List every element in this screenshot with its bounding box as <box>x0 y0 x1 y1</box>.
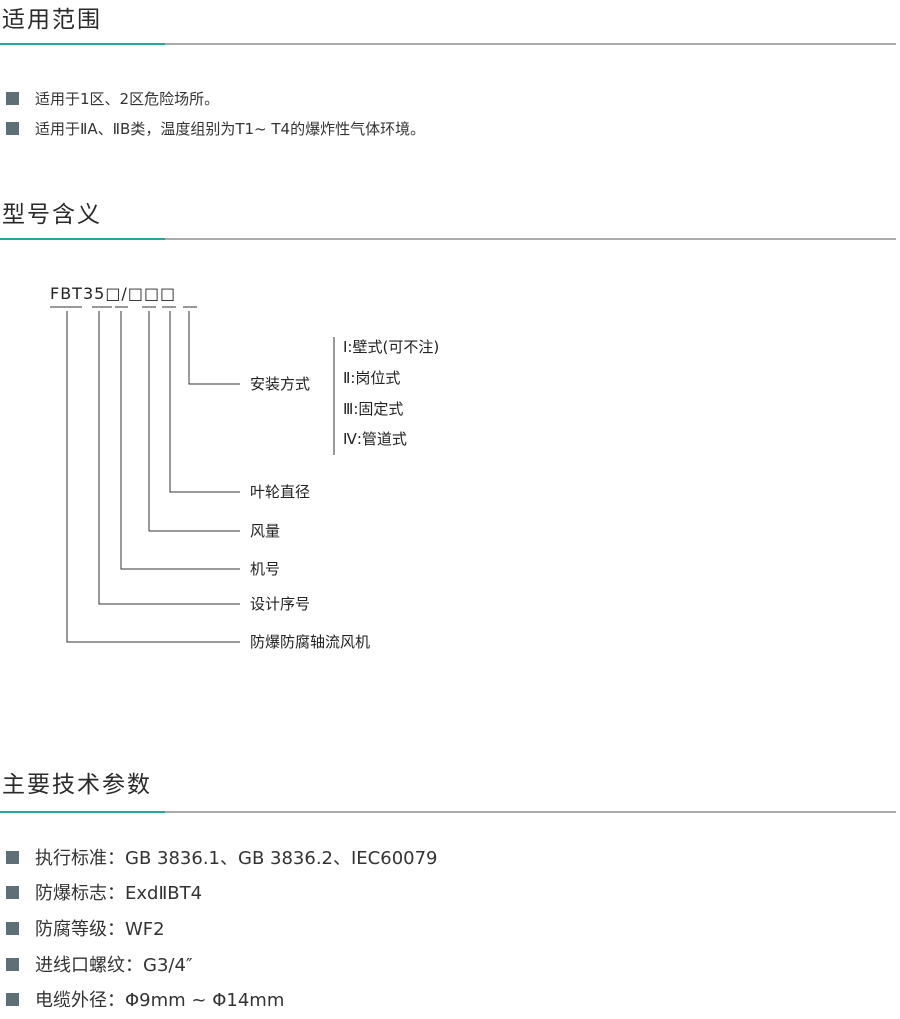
list-item: 防爆标志：ExdⅡBT4 <box>6 879 202 905</box>
option-fixed: Ⅲ:固定式 <box>343 400 404 418</box>
bullet-square-icon <box>6 957 19 971</box>
list-item: 适用于ⅡA、ⅡB类，温度组别为T1~ T4的爆炸性气体环境。 <box>6 118 425 139</box>
label-machine-no: 机号 <box>250 560 281 578</box>
bullet-square-icon <box>6 92 19 105</box>
model-code: FBT35□/□□□ <box>50 284 177 303</box>
option-post: Ⅱ:岗位式 <box>343 369 401 387</box>
bullet-square-icon <box>6 992 19 1006</box>
list-item: 进线口螺纹：G3/4″ <box>6 951 193 977</box>
option-wall: Ⅰ:壁式(可不注) <box>343 338 440 356</box>
list-item: 适用于1区、2区危险场所。 <box>6 88 219 109</box>
list-item: 防腐等级：WF2 <box>6 915 165 941</box>
list-item: 电缆外径：Φ9mm ~ Φ14mm <box>6 986 284 1012</box>
bullet-square-icon <box>6 122 19 135</box>
divider <box>0 43 896 45</box>
label-install: 安装方式 <box>250 375 311 393</box>
bullet-square-icon <box>6 850 19 864</box>
model-diagram-lines <box>50 306 335 643</box>
bullet-square-icon <box>6 921 19 935</box>
divider <box>0 238 896 240</box>
section-title-scope: 适用范围 <box>2 7 102 33</box>
divider <box>0 811 896 813</box>
label-impeller: 叶轮直径 <box>250 483 311 501</box>
label-design-no: 设计序号 <box>250 595 311 613</box>
section-title-model: 型号含义 <box>2 202 102 228</box>
option-duct: Ⅳ:管道式 <box>343 430 407 448</box>
label-fan-type: 防爆防腐轴流风机 <box>250 633 371 651</box>
list-item: 执行标准：GB 3836.1、GB 3836.2、IEC60079 <box>6 844 438 870</box>
bullet-square-icon <box>6 885 19 899</box>
section-title-specs: 主要技术参数 <box>2 772 152 798</box>
label-airflow: 风量 <box>250 522 281 540</box>
